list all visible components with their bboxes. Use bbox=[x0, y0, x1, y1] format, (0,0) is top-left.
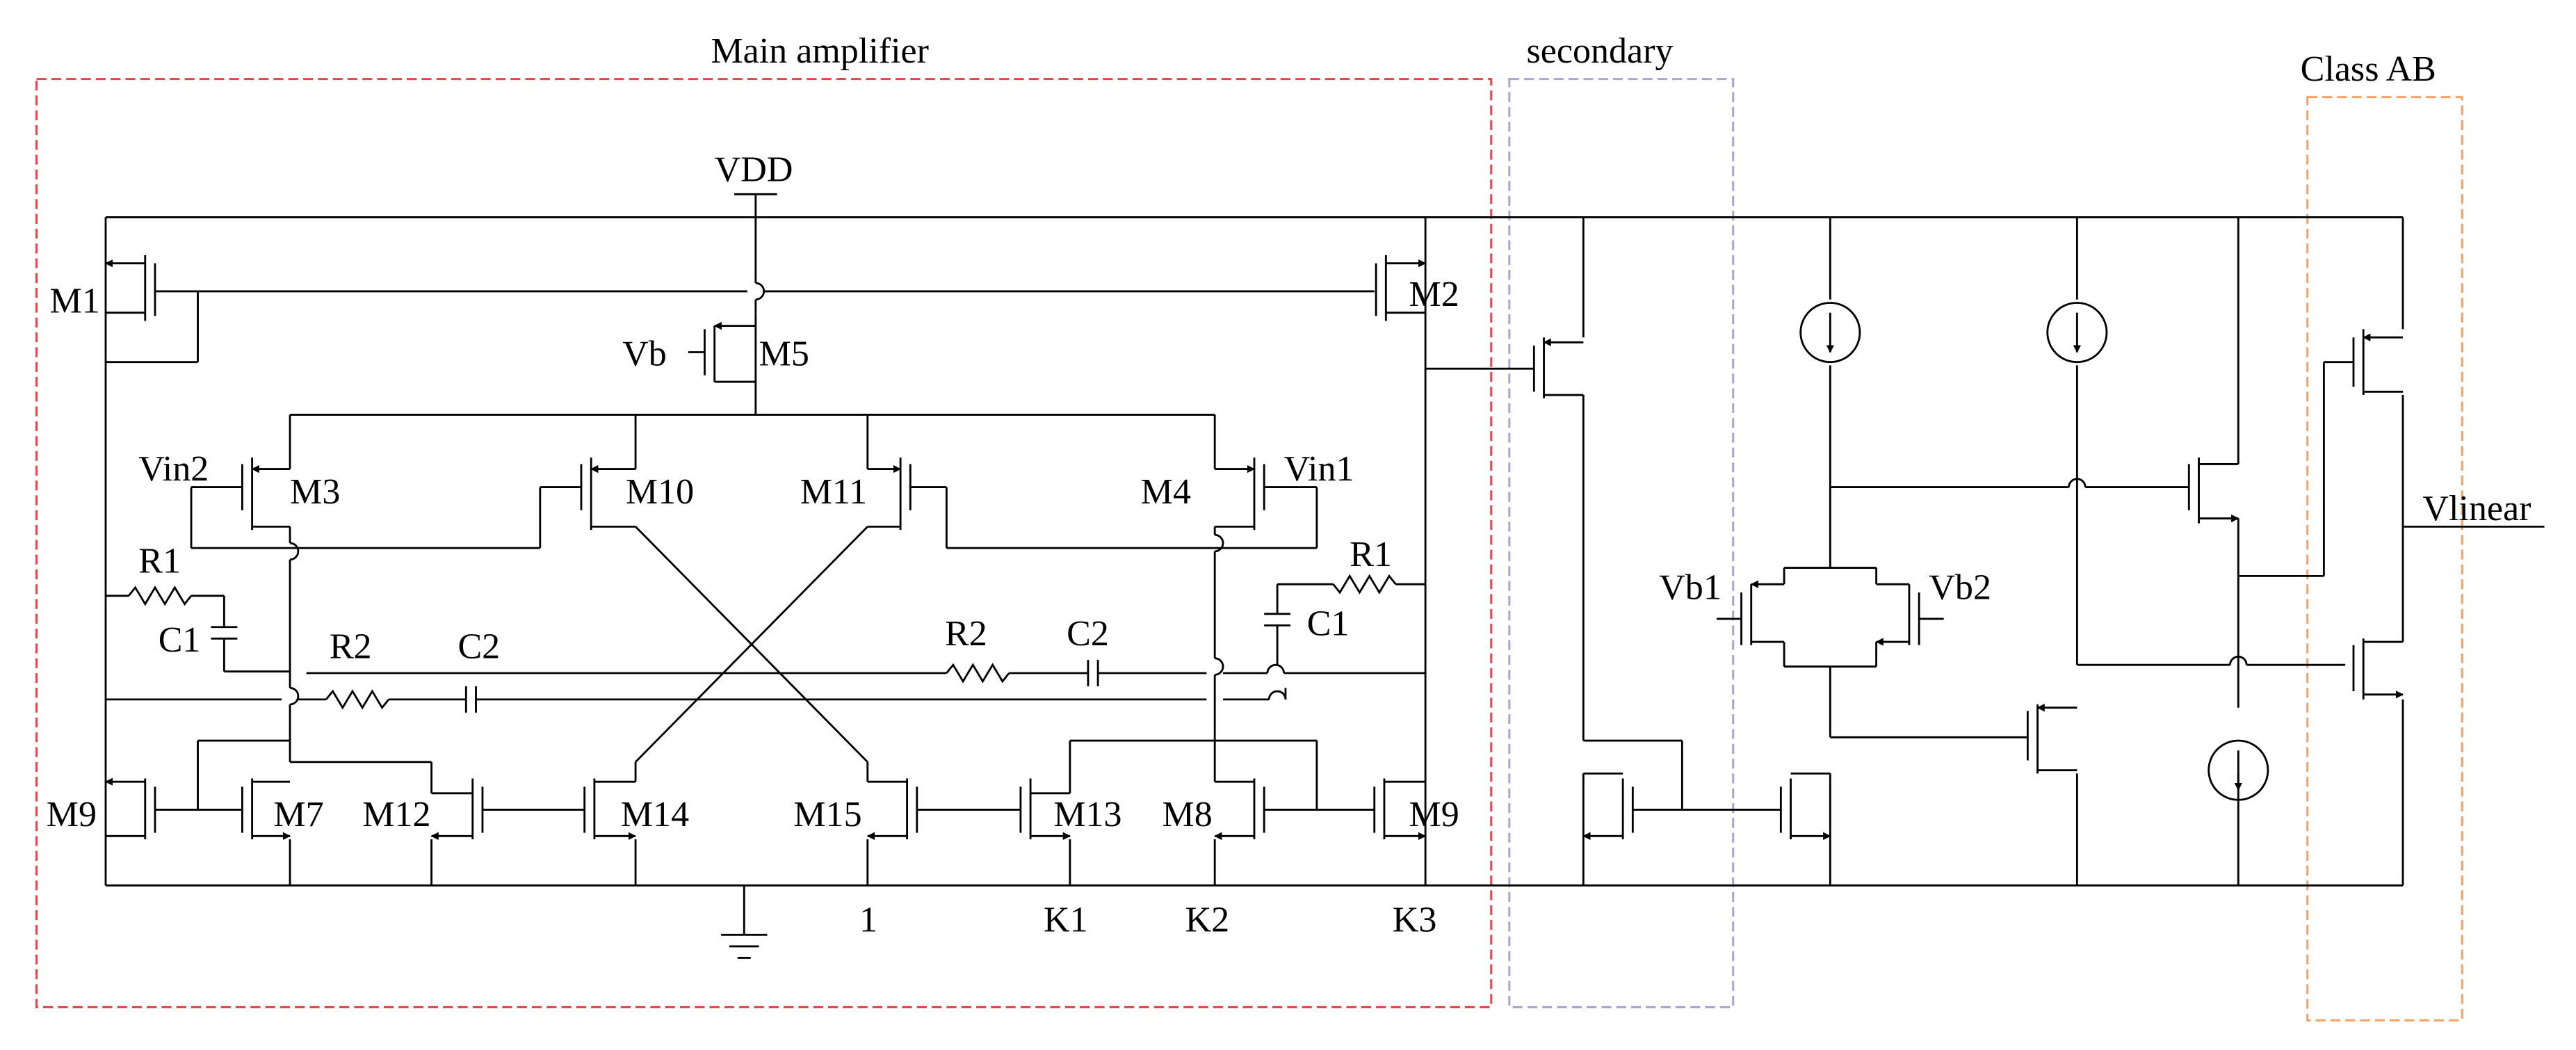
label-node-1: 1 bbox=[859, 900, 877, 940]
transistor-m3 bbox=[241, 457, 291, 531]
label-r1-right: R1 bbox=[1350, 535, 1392, 574]
main-amplifier-title: Main amplifier bbox=[711, 31, 929, 71]
capacitor-c2-right bbox=[1087, 660, 1099, 686]
transistor-secondary-pmos bbox=[1532, 337, 1584, 398]
transistor-classab-bottom bbox=[2352, 638, 2404, 700]
label-m7: M7 bbox=[273, 795, 323, 834]
label-m12: M12 bbox=[362, 795, 430, 834]
capacitor-c2-left bbox=[464, 686, 477, 713]
current-source-2 bbox=[2046, 302, 2108, 364]
capacitor-c1-left bbox=[211, 626, 238, 640]
transistor-m10 bbox=[580, 457, 636, 531]
class-ab-title: Class AB bbox=[2301, 49, 2436, 89]
transistor-m14 bbox=[583, 761, 637, 841]
secondary-title: secondary bbox=[1527, 31, 1674, 71]
label-vb2: Vb2 bbox=[1929, 568, 1991, 608]
secondary-box bbox=[1508, 78, 1735, 1009]
label-m8: M8 bbox=[1162, 795, 1212, 834]
label-m1: M1 bbox=[50, 282, 100, 321]
transistor-secondary-nmos-right bbox=[1779, 772, 1831, 841]
label-c1-right: C1 bbox=[1307, 604, 1350, 644]
label-vb1: Vb1 bbox=[1659, 568, 1722, 608]
transistor-m2 bbox=[1375, 255, 1427, 321]
label-m15: M15 bbox=[793, 795, 861, 834]
transistor-driver-pmos bbox=[2187, 457, 2239, 524]
label-m10: M10 bbox=[626, 472, 694, 512]
label-m14: M14 bbox=[621, 795, 689, 834]
transistor-m12 bbox=[430, 778, 484, 840]
label-vdd: VDD bbox=[715, 150, 793, 189]
label-r2-left: R2 bbox=[330, 627, 372, 667]
label-c2-right: C2 bbox=[1067, 614, 1109, 654]
capacitor-c1-right bbox=[1264, 613, 1291, 627]
transistor-m9-right bbox=[1373, 778, 1427, 841]
label-k2: K2 bbox=[1185, 900, 1230, 940]
class-ab-box bbox=[2306, 96, 2463, 1021]
label-m2: M2 bbox=[1409, 275, 1459, 314]
transistor-classab-top bbox=[2352, 329, 2403, 396]
transistor-m4 bbox=[1215, 457, 1265, 531]
label-m9-right: M9 bbox=[1409, 795, 1459, 834]
label-vin2: Vin2 bbox=[138, 449, 209, 489]
label-m3: M3 bbox=[290, 472, 340, 512]
label-c2-left: C2 bbox=[457, 627, 500, 667]
current-source-1 bbox=[1799, 302, 1861, 364]
label-m11: M11 bbox=[800, 472, 867, 512]
label-vlinear: Vlinear bbox=[2422, 489, 2531, 528]
transistor-m8 bbox=[1214, 778, 1265, 840]
transistor-m15 bbox=[866, 761, 918, 840]
transistor-secondary-nmos-left bbox=[1582, 772, 1634, 840]
transistor-vb1 bbox=[1717, 580, 1785, 645]
transistor-vb2 bbox=[1875, 583, 1944, 646]
wires bbox=[104, 193, 2545, 959]
transistor-m9-left bbox=[104, 777, 156, 840]
transistor-driver-nmos bbox=[2026, 704, 2077, 774]
label-c1-left: C1 bbox=[159, 620, 201, 660]
label-m13: M13 bbox=[1053, 795, 1121, 834]
label-k3: K3 bbox=[1393, 900, 1437, 940]
label-r2-right: R2 bbox=[945, 614, 987, 654]
label-m5: M5 bbox=[759, 334, 809, 373]
current-source-3 bbox=[2208, 739, 2269, 801]
label-k1: K1 bbox=[1044, 900, 1088, 940]
label-vb: Vb bbox=[622, 334, 667, 373]
label-vin1: Vin1 bbox=[1284, 449, 1354, 489]
transistor-m1 bbox=[104, 255, 156, 321]
transistor-m13 bbox=[1019, 778, 1071, 841]
transistor-m5 bbox=[704, 321, 756, 383]
transistor-m7 bbox=[241, 778, 291, 841]
main-amplifier-box bbox=[35, 78, 1493, 1009]
label-m4: M4 bbox=[1141, 472, 1191, 512]
label-r1-left: R1 bbox=[138, 542, 181, 581]
transistor-m11 bbox=[867, 457, 912, 531]
label-m9-left: M9 bbox=[47, 795, 97, 834]
